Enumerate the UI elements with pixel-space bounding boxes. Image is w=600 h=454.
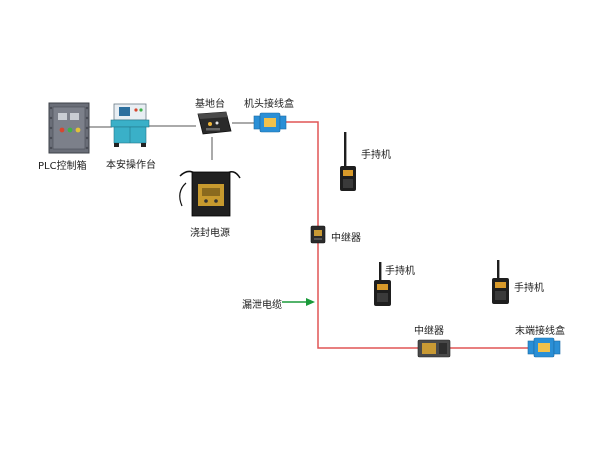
base-station-label: 基地台 bbox=[195, 99, 225, 110]
operating-console bbox=[110, 103, 150, 147]
radio-2-label: 手持机 bbox=[385, 266, 415, 277]
repeater-1 bbox=[310, 225, 326, 244]
power-supply-label: 浇封电源 bbox=[190, 228, 230, 239]
repeater-1-label: 中继器 bbox=[331, 233, 361, 244]
repeater-2-label: 中继器 bbox=[414, 326, 444, 337]
leaky-cable-arrow-head bbox=[306, 298, 315, 306]
plc-cabinet-label: PLC控制箱 bbox=[38, 161, 87, 172]
repeater-2 bbox=[417, 339, 451, 358]
handheld-radio-2 bbox=[374, 262, 391, 306]
radio-3-label: 手持机 bbox=[514, 283, 544, 294]
plc-control-cabinet bbox=[48, 102, 90, 154]
head-junction-box-label: 机头接线盒 bbox=[244, 99, 294, 110]
radio-1-label: 手持机 bbox=[361, 150, 391, 161]
console-label: 本安操作台 bbox=[106, 160, 156, 171]
end-junction-box bbox=[527, 337, 561, 358]
potted-power-supply bbox=[179, 170, 241, 217]
handheld-radio-1 bbox=[340, 132, 356, 191]
handheld-radio-3 bbox=[492, 260, 509, 304]
head-junction-box bbox=[253, 112, 287, 133]
end-junction-box-label: 末端接线盒 bbox=[515, 326, 565, 337]
leaky-cable-label: 漏泄电缆 bbox=[242, 300, 282, 311]
base-station bbox=[197, 111, 232, 135]
